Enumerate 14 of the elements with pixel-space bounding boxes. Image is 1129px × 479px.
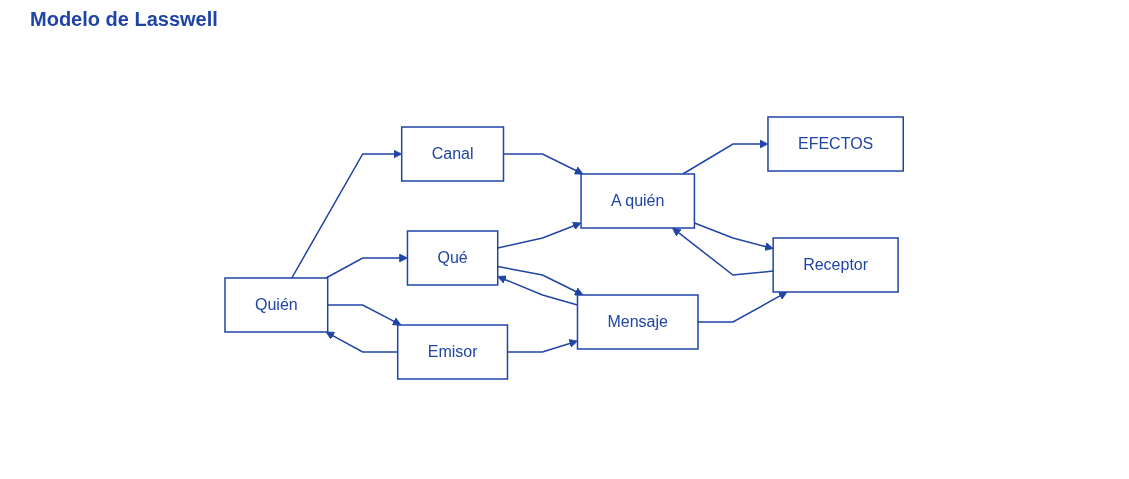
arrow [694,222,774,251]
node-box: Quién [224,277,329,333]
node-box: A quién [580,173,696,229]
arrow [503,153,584,175]
diagram-title: Modelo de Lasswell [30,8,219,31]
arrow [325,331,399,353]
node-box: Emisor [397,324,509,380]
node-box: EFECTOS [767,116,905,172]
arrow [291,149,403,279]
node-box: Receptor [772,237,900,293]
node-box: Mensaje [577,294,700,350]
node-box: Qué [407,230,499,286]
arrow [682,139,769,175]
node-box: Canal [401,126,505,182]
